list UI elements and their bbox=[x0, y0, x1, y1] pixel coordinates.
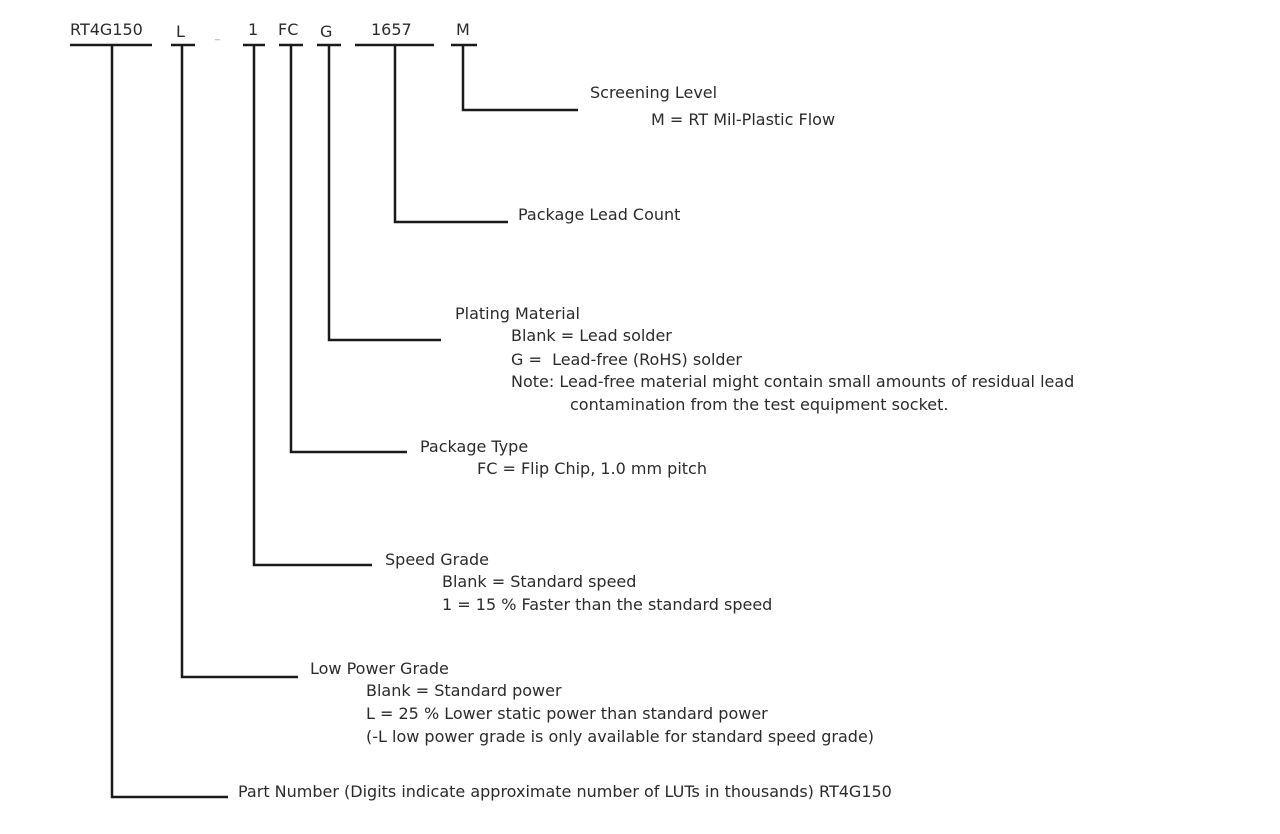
connector-low-power bbox=[180, 45, 298, 679]
package-desc: FC = Flip Chip, 1.0 mm pitch bbox=[477, 459, 707, 478]
segment-package: FC bbox=[278, 20, 299, 39]
segment-lead-count: 1657 bbox=[371, 20, 412, 39]
plating-note-cont: contamination from the test equipment so… bbox=[570, 395, 949, 414]
plating-title: Plating Material bbox=[455, 304, 580, 323]
low-power-desc-1: Blank = Standard power bbox=[366, 681, 562, 700]
connector-package bbox=[289, 45, 407, 454]
low-power-desc-2: L = 25 % Lower static power than standar… bbox=[366, 704, 768, 723]
connector-speed bbox=[252, 45, 372, 567]
plating-desc-1: Blank = Lead solder bbox=[511, 326, 672, 345]
speed-title: Speed Grade bbox=[385, 550, 490, 569]
low-power-note: (-L low power grade is only available fo… bbox=[366, 727, 875, 746]
plating-desc-2: G = Lead-free (RoHS) solder bbox=[511, 350, 742, 369]
connector-part bbox=[110, 45, 228, 799]
connector-plating bbox=[327, 45, 441, 342]
speed-desc-1: Blank = Standard speed bbox=[442, 572, 637, 591]
package-title: Package Type bbox=[420, 437, 529, 456]
connector-screening bbox=[461, 45, 578, 112]
screening-desc: M = RT Mil-Plastic Flow bbox=[651, 110, 836, 129]
segment-screening: M bbox=[456, 20, 470, 39]
segment-separator: _ bbox=[215, 30, 220, 41]
segment-low-power: L bbox=[176, 22, 185, 41]
screening-title: Screening Level bbox=[590, 83, 718, 102]
low-power-title: Low Power Grade bbox=[310, 659, 449, 678]
part-number-title: Part Number (Digits indicate approximate… bbox=[238, 782, 892, 801]
segment-part: RT4G150 bbox=[70, 20, 143, 39]
speed-desc-2: 1 = 15 % Faster than the standard speed bbox=[442, 595, 773, 614]
segment-speed: 1 bbox=[248, 20, 259, 39]
plating-note: Note: Lead-free material might contain s… bbox=[511, 372, 1075, 391]
lead-count-title: Package Lead Count bbox=[518, 205, 681, 224]
segment-plating: G bbox=[320, 22, 333, 41]
connector-lead-count bbox=[393, 45, 508, 224]
